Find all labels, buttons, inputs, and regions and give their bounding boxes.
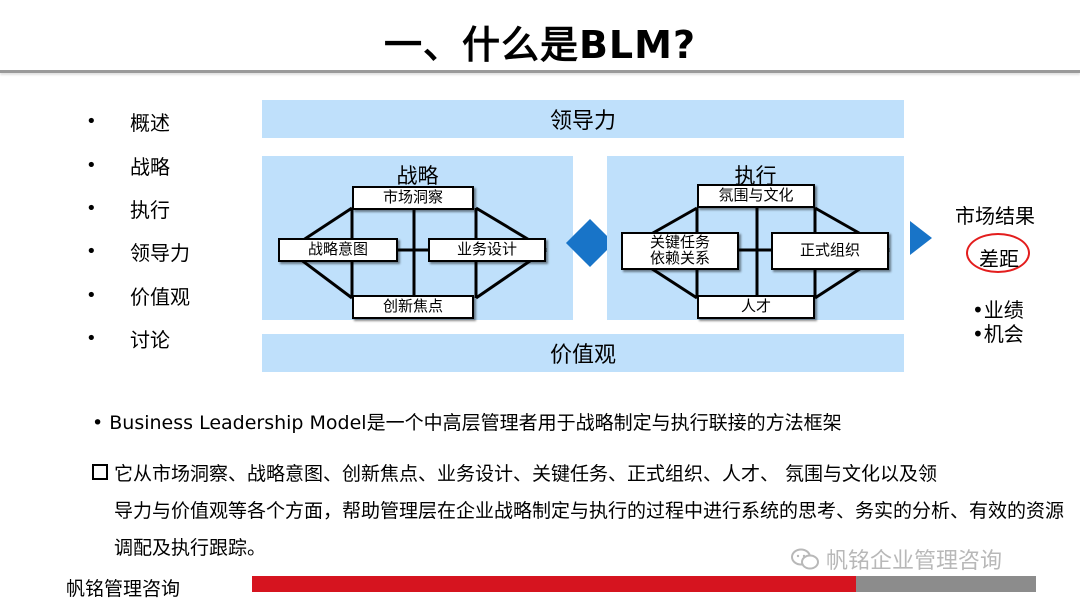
bullet: •	[86, 197, 97, 219]
agenda-item[interactable]: • 战略	[86, 143, 190, 186]
gap-label: 差距	[979, 247, 1019, 271]
checkbox-bullet-icon	[92, 464, 108, 480]
agenda-item[interactable]: • 价值观	[86, 274, 190, 317]
paragraph-first-line: 它从市场洞察、战略意图、创新焦点、业务设计、关键任务、正式组织、人才、 氛围与文…	[114, 463, 938, 485]
agenda-label: 战略	[130, 154, 170, 179]
market-result-title: 市场结果	[955, 204, 1035, 228]
culture-box: 氛围与文化	[697, 184, 815, 208]
page-title: 一、什么是BLM?	[383, 23, 697, 67]
business-design-box: 业务设计	[428, 238, 546, 262]
agenda-list: • 概述 • 战略 • 执行 • 领导力 • 价值观 • 讨论	[86, 100, 190, 360]
talent-box: 人才	[697, 295, 815, 319]
watermark-text: 帆铭企业管理咨询	[826, 549, 1003, 574]
footer-company: 帆铭管理咨询	[66, 578, 181, 600]
result-item-performance: •业绩	[972, 298, 1024, 322]
footer-red-bar	[252, 576, 856, 592]
title-bar: 一、什么是BLM?	[0, 0, 1080, 73]
formal-org-box: 正式组织	[771, 232, 889, 270]
strategy-title: 战略	[396, 164, 439, 188]
agenda-item[interactable]: • 领导力	[86, 230, 190, 273]
bullet: •	[86, 154, 97, 176]
agenda-label: 领导力	[130, 241, 190, 266]
strategy-panel: 战略 市场洞察 战略意图 业务设计 创新焦点	[262, 156, 573, 320]
description-paragraph: 它从市场洞察、战略意图、创新焦点、业务设计、关键任务、正式组织、人才、 氛围与文…	[92, 456, 1064, 567]
agenda-item[interactable]: • 执行	[86, 187, 190, 230]
innovation-focus-box: 创新焦点	[352, 295, 474, 319]
result-item-opportunity: •机会	[972, 322, 1024, 346]
bullet: •	[86, 284, 97, 306]
agenda-item[interactable]: • 概述	[86, 100, 190, 143]
strategic-intent-box: 战略意图	[278, 238, 398, 262]
agenda-label: 价值观	[130, 284, 190, 309]
description-line: • Business Leadership Model是一个中高层管理者用于战略…	[92, 412, 842, 434]
market-insight-box: 市场洞察	[352, 186, 474, 210]
agenda-label: 概述	[130, 111, 170, 136]
leadership-band: 领导力	[262, 100, 904, 138]
watermark: 帆铭企业管理咨询	[790, 543, 1002, 575]
bullet: •	[86, 111, 97, 133]
agenda-label: 讨论	[130, 328, 170, 353]
arrow-right-icon	[910, 221, 932, 255]
bullet: •	[86, 241, 97, 263]
footer-gray-bar	[856, 576, 1036, 592]
agenda-item[interactable]: • 讨论	[86, 317, 190, 360]
execution-panel: 执行 氛围与文化 关键任务依赖关系 正式组织 人才	[607, 156, 904, 320]
wechat-icon	[791, 548, 819, 570]
agenda-label: 执行	[130, 197, 170, 222]
key-tasks-box: 关键任务依赖关系	[621, 232, 739, 270]
gap-circle	[966, 233, 1030, 273]
paragraph-continuation: 导力与价值观等各个方面，帮助管理层在企业战略制定与执行的过程中进行系统的思考、务…	[114, 500, 1065, 559]
values-band: 价值观	[262, 334, 904, 372]
bullet: •	[86, 328, 97, 350]
